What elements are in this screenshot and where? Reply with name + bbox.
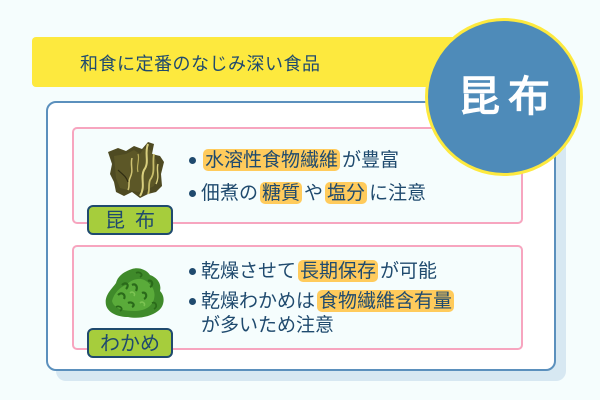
highlight-text: 食物繊維含有量 xyxy=(317,290,455,312)
header-banner: 和食に定番のなじみ深い食品 xyxy=(32,37,472,87)
bullet-text: 佃煮の xyxy=(201,182,259,204)
bullet-item: 水溶性食物繊維が豊富 xyxy=(184,148,426,172)
wakame-bullet-list: 乾燥させて長期保存が可能 乾燥わかめは食物繊維含有量 が多いため注意 xyxy=(184,259,456,343)
bullet-item: 乾燥させて長期保存が可能 xyxy=(184,259,456,283)
banner-title: 和食に定番のなじみ深い食品 xyxy=(80,54,321,75)
kombu-seaweed-icon xyxy=(108,142,164,198)
title-circle-text: 昆布 xyxy=(457,72,558,121)
bullet-text: が豊富 xyxy=(342,149,400,171)
bullet-text: 乾燥させて xyxy=(201,260,297,282)
title-circle-badge: 昆布 xyxy=(425,18,583,176)
bullet-text: や xyxy=(304,182,324,204)
bullet-text: が可能 xyxy=(380,260,438,282)
kombu-bullet-list: 水溶性食物繊維が豊富 佃煮の糖質や塩分に注意 xyxy=(184,148,426,214)
bullet-text: 乾燥わかめは xyxy=(201,290,316,312)
bullet-item: 乾燥わかめは食物繊維含有量 が多いため注意 xyxy=(184,289,456,337)
wakame-label: わかめ xyxy=(87,328,173,358)
bullet-text: に注意 xyxy=(369,182,427,204)
highlight-text: 糖質 xyxy=(260,182,303,204)
highlight-text: 水溶性食物繊維 xyxy=(203,149,341,171)
highlight-text: 塩分 xyxy=(325,182,368,204)
bullet-text: が多いため注意 xyxy=(201,314,335,336)
kombu-label: 昆布 xyxy=(87,205,173,235)
highlight-text: 長期保存 xyxy=(298,260,379,282)
bullet-item: 佃煮の糖質や塩分に注意 xyxy=(184,181,426,205)
wakame-seaweed-icon xyxy=(105,268,164,318)
